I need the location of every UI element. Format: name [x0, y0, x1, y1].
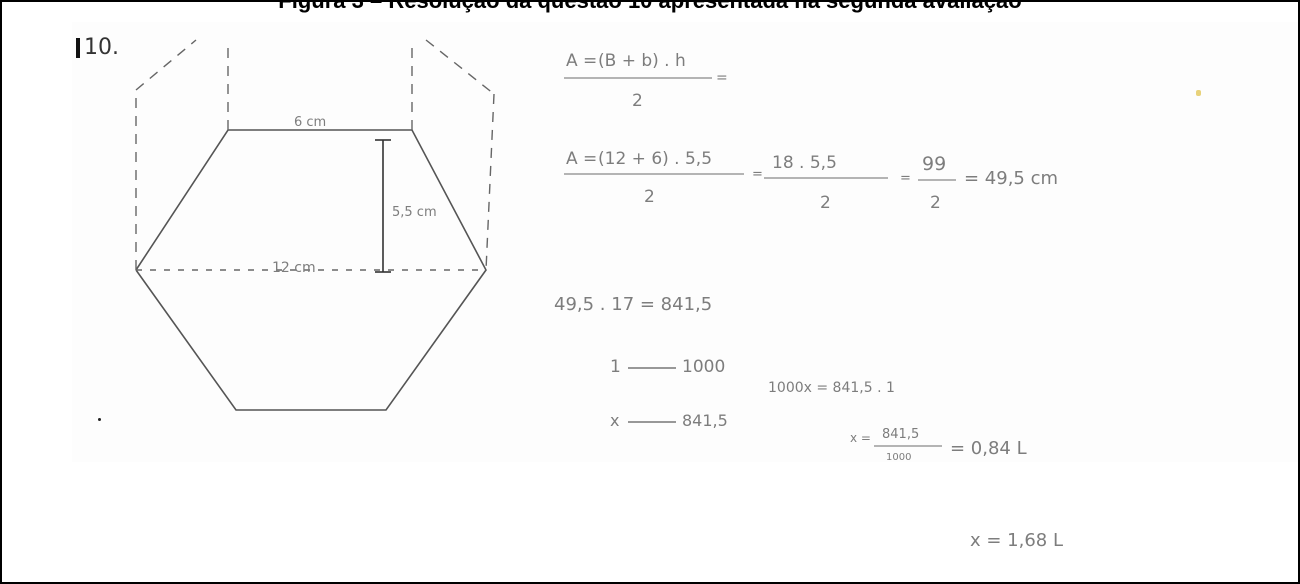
dashed-edge-left-top: [135, 39, 197, 91]
figure-caption: Figura 3 – Resolução da questão 10 apres…: [2, 2, 1298, 14]
formula-denominator: 2: [632, 91, 643, 111]
volume-calculation: 49,5 . 17 = 841,5: [554, 294, 712, 315]
area-result: = 49,5 cm: [964, 168, 1058, 189]
caption-strip: Figura 3 – Resolução da questão 10 apres…: [2, 2, 1298, 22]
cross-multiplication: 1000x = 841,5 . 1: [768, 380, 895, 396]
scanned-worksheet: 10. 6 cm 5,5 cm 12 cm: [72, 22, 1298, 463]
ratio-bottom-right: 841,5: [682, 411, 728, 430]
step2-equals-1: =: [752, 167, 763, 182]
ratio-top-left: 1: [610, 357, 621, 377]
formula-tail: =: [716, 70, 728, 86]
solve-x-block: 1000x = 841,5 . 1 x = 841,5 1000 = 0,84 …: [768, 380, 1027, 463]
formula-numerator: (B + b) . h: [598, 51, 686, 71]
formula-lhs: A =: [566, 51, 597, 71]
margin-mark: [76, 38, 80, 58]
final-answer: x = 1,68 L: [970, 530, 1064, 551]
step2-equals-2: =: [900, 171, 911, 186]
height-label: 5,5 cm: [392, 205, 437, 220]
top-side-label: 6 cm: [294, 115, 326, 130]
step2-numerator-1: (12 + 6) . 5,5: [598, 149, 712, 169]
hidden-edges: [135, 39, 495, 271]
dashed-edge-right: [485, 93, 495, 271]
x-numerator: 841,5: [882, 427, 919, 442]
x-result: = 0,84 L: [950, 438, 1027, 459]
x-lhs: x =: [850, 431, 871, 445]
scan-speck: [98, 418, 101, 421]
step2-numerator-2: 18 . 5,5: [772, 153, 837, 173]
ratio-bottom-left: x: [610, 411, 619, 430]
exercise-number: 10.: [84, 35, 119, 60]
step2-denominator-2: 2: [820, 193, 831, 213]
step2-denominator-1: 2: [644, 187, 655, 207]
x-denominator: 1000: [886, 452, 911, 462]
proportion-block: 1 1000 x 841,5: [610, 357, 728, 430]
worksheet-drawing: 10. 6 cm 5,5 cm 12 cm: [76, 35, 1058, 463]
height-marker: [375, 139, 391, 273]
ratio-top-right: 1000: [682, 357, 725, 377]
formula-block: A = (B + b) . h 2 =: [564, 51, 728, 111]
scan-speck: [1196, 90, 1201, 96]
step2-lhs: A =: [566, 149, 597, 169]
area-calculation: A = (12 + 6) . 5,5 2 = 18 . 5,5 2 = 99 2…: [564, 149, 1058, 213]
step2-denominator-3: 2: [930, 193, 941, 213]
dashed-edge-right-top: [425, 39, 495, 95]
base-label: 12 cm: [272, 260, 316, 276]
step2-numerator-3: 99: [922, 153, 946, 175]
